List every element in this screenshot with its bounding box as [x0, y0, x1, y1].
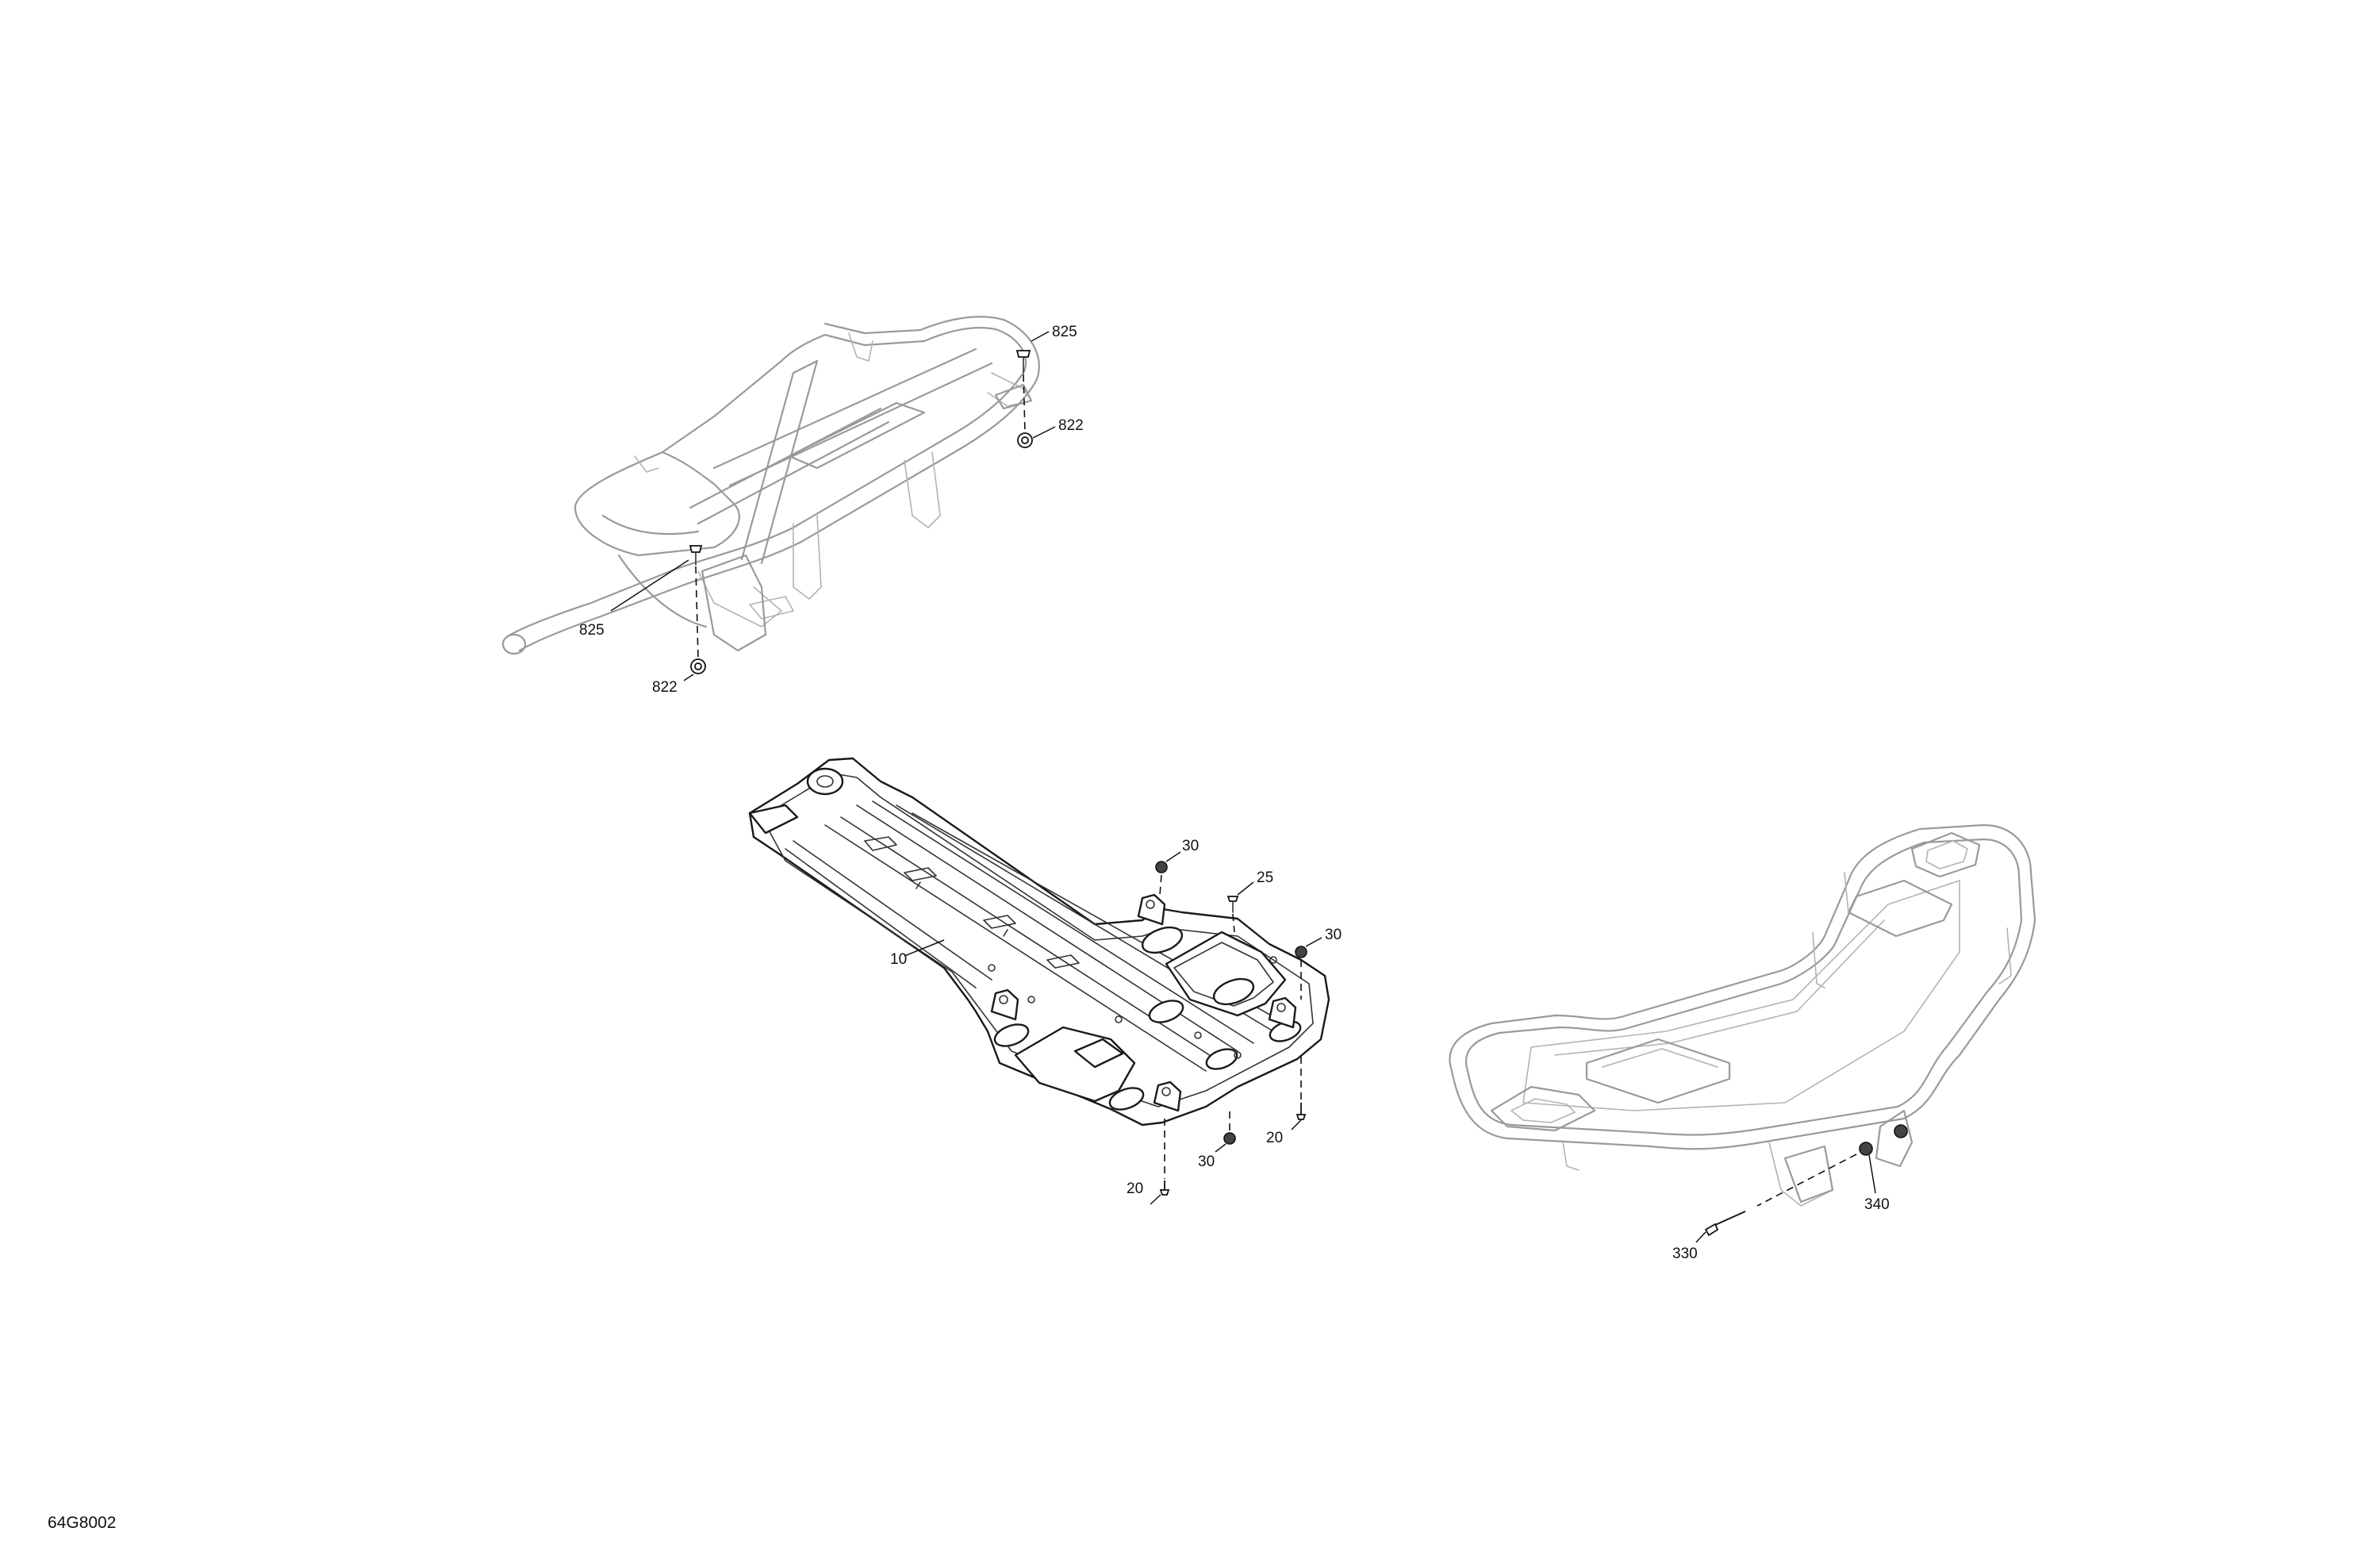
callout-10: 10: [890, 951, 907, 968]
skid-plate: [748, 757, 1330, 1127]
bolt-330: [1704, 1211, 1746, 1237]
screw-825-top: [1015, 350, 1031, 374]
rear-rack-ghost: [1449, 823, 2036, 1207]
nut-30-b: [1295, 946, 1307, 958]
nut-822-bottom: [690, 658, 706, 674]
callout-20-right: 20: [1266, 1130, 1283, 1146]
callout-825-left: 825: [579, 622, 605, 639]
screw-25: [1226, 896, 1239, 913]
callout-822-top: 822: [1058, 417, 1084, 434]
callout-30-a: 30: [1182, 838, 1199, 854]
screw-20-right: [1296, 1103, 1307, 1120]
nut-822-top: [1017, 432, 1033, 448]
nut-340-b: [1894, 1124, 1908, 1138]
callout-822-bottom: 822: [652, 679, 678, 696]
callout-30-c: 30: [1198, 1153, 1215, 1170]
screw-825-left: [689, 545, 703, 566]
callout-825-top: 825: [1052, 324, 1077, 340]
callout-20-bottom: 20: [1127, 1180, 1143, 1197]
front-rack-hardware: [689, 350, 1033, 674]
callout-30-b: 30: [1325, 927, 1342, 943]
skid-plate-hardware: [1155, 861, 1307, 1196]
callout-340: 340: [1864, 1196, 1890, 1213]
front-rack-callouts: 825 822 825 822: [579, 324, 1084, 696]
nut-30-c: [1223, 1132, 1236, 1145]
skid-plate-callouts: 30 25 30 10 20 30 20: [890, 838, 1342, 1205]
callout-25: 25: [1257, 869, 1273, 886]
drawing-number: 64G8002: [48, 1514, 116, 1532]
front-rack-ghost: [501, 316, 1040, 655]
callout-330: 330: [1672, 1246, 1698, 1262]
nut-340-a: [1859, 1142, 1873, 1156]
screw-20-bottom: [1159, 1180, 1170, 1196]
rear-rack-callouts: 340 330: [1672, 1154, 1890, 1262]
rear-rack-hardware: [1704, 1124, 1908, 1237]
nut-30-a: [1155, 861, 1168, 873]
